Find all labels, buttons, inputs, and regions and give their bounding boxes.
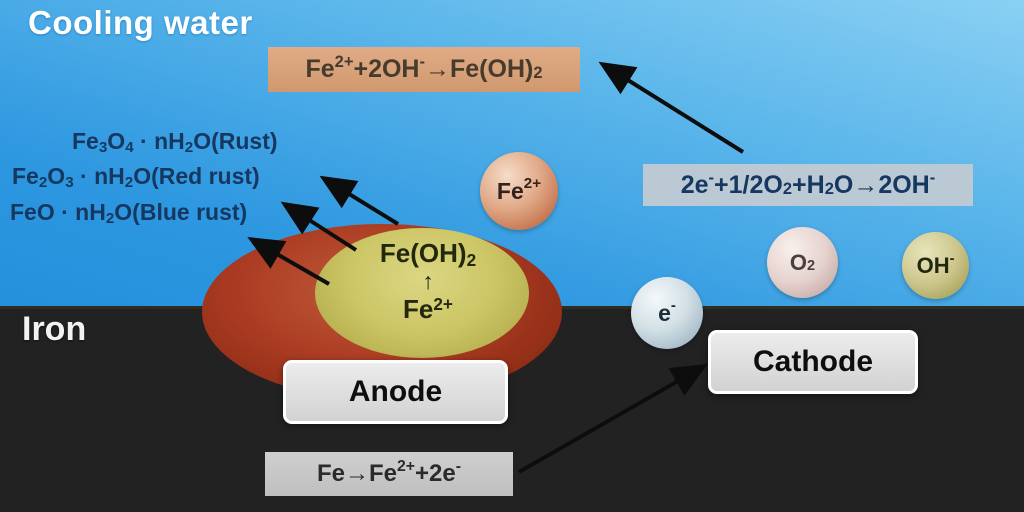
hydroxide-film-ellipse bbox=[315, 228, 529, 358]
film-feoh2-label: Fe(OH)2 bbox=[379, 238, 477, 270]
rust-product-blue-rust: FeO · nH2O(Blue rust) bbox=[10, 199, 248, 228]
arrow-to-red-rust-icon bbox=[280, 201, 358, 252]
cathode-plate: Cathode bbox=[708, 330, 918, 394]
rust-product-red-rust: Fe2O3 · nH2O(Red rust) bbox=[12, 163, 260, 192]
cooling-water-label: Cooling water bbox=[28, 4, 253, 41]
iron-label: Iron bbox=[22, 310, 87, 348]
film-fe2-label: Fe2+ bbox=[403, 294, 453, 324]
arrow-to-blue-rust-icon bbox=[247, 237, 330, 286]
hydroxide-sphere: OH- bbox=[902, 232, 969, 299]
arrow-to-rust-icon bbox=[319, 175, 400, 226]
arrow-to-hydroxide-reaction-icon bbox=[598, 61, 745, 154]
arrow-to-cathode-icon bbox=[518, 364, 708, 474]
electron-sphere: e- bbox=[631, 277, 703, 349]
anode-plate: Anode bbox=[283, 360, 508, 424]
rust-product-magnetite: Fe3O4 · nH2O(Rust) bbox=[72, 128, 278, 157]
up-arrow-icon: ↑ bbox=[422, 268, 434, 294]
